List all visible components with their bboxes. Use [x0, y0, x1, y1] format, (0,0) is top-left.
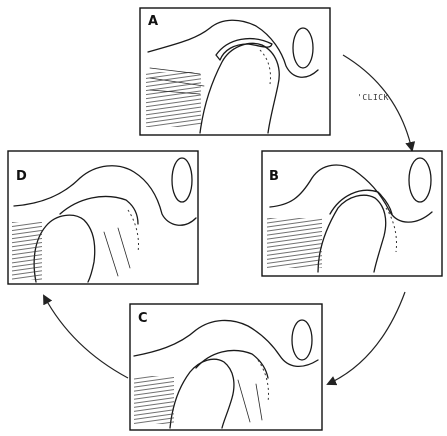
panel-b: B — [262, 151, 442, 276]
panel-c: C — [130, 304, 322, 430]
arrow-c-to-d — [44, 296, 128, 378]
arrow-b-to-c — [328, 292, 405, 384]
arrow-a-to-b — [343, 55, 412, 150]
panel-label-c: C — [138, 311, 148, 326]
panel-a: A — [140, 8, 330, 135]
panel-label-d: D — [16, 169, 27, 184]
panel-d: D — [8, 151, 198, 284]
panel-label-b: B — [269, 169, 279, 184]
panel-label-a: A — [148, 14, 158, 29]
arrow-label: 'CLICK — [357, 93, 389, 102]
